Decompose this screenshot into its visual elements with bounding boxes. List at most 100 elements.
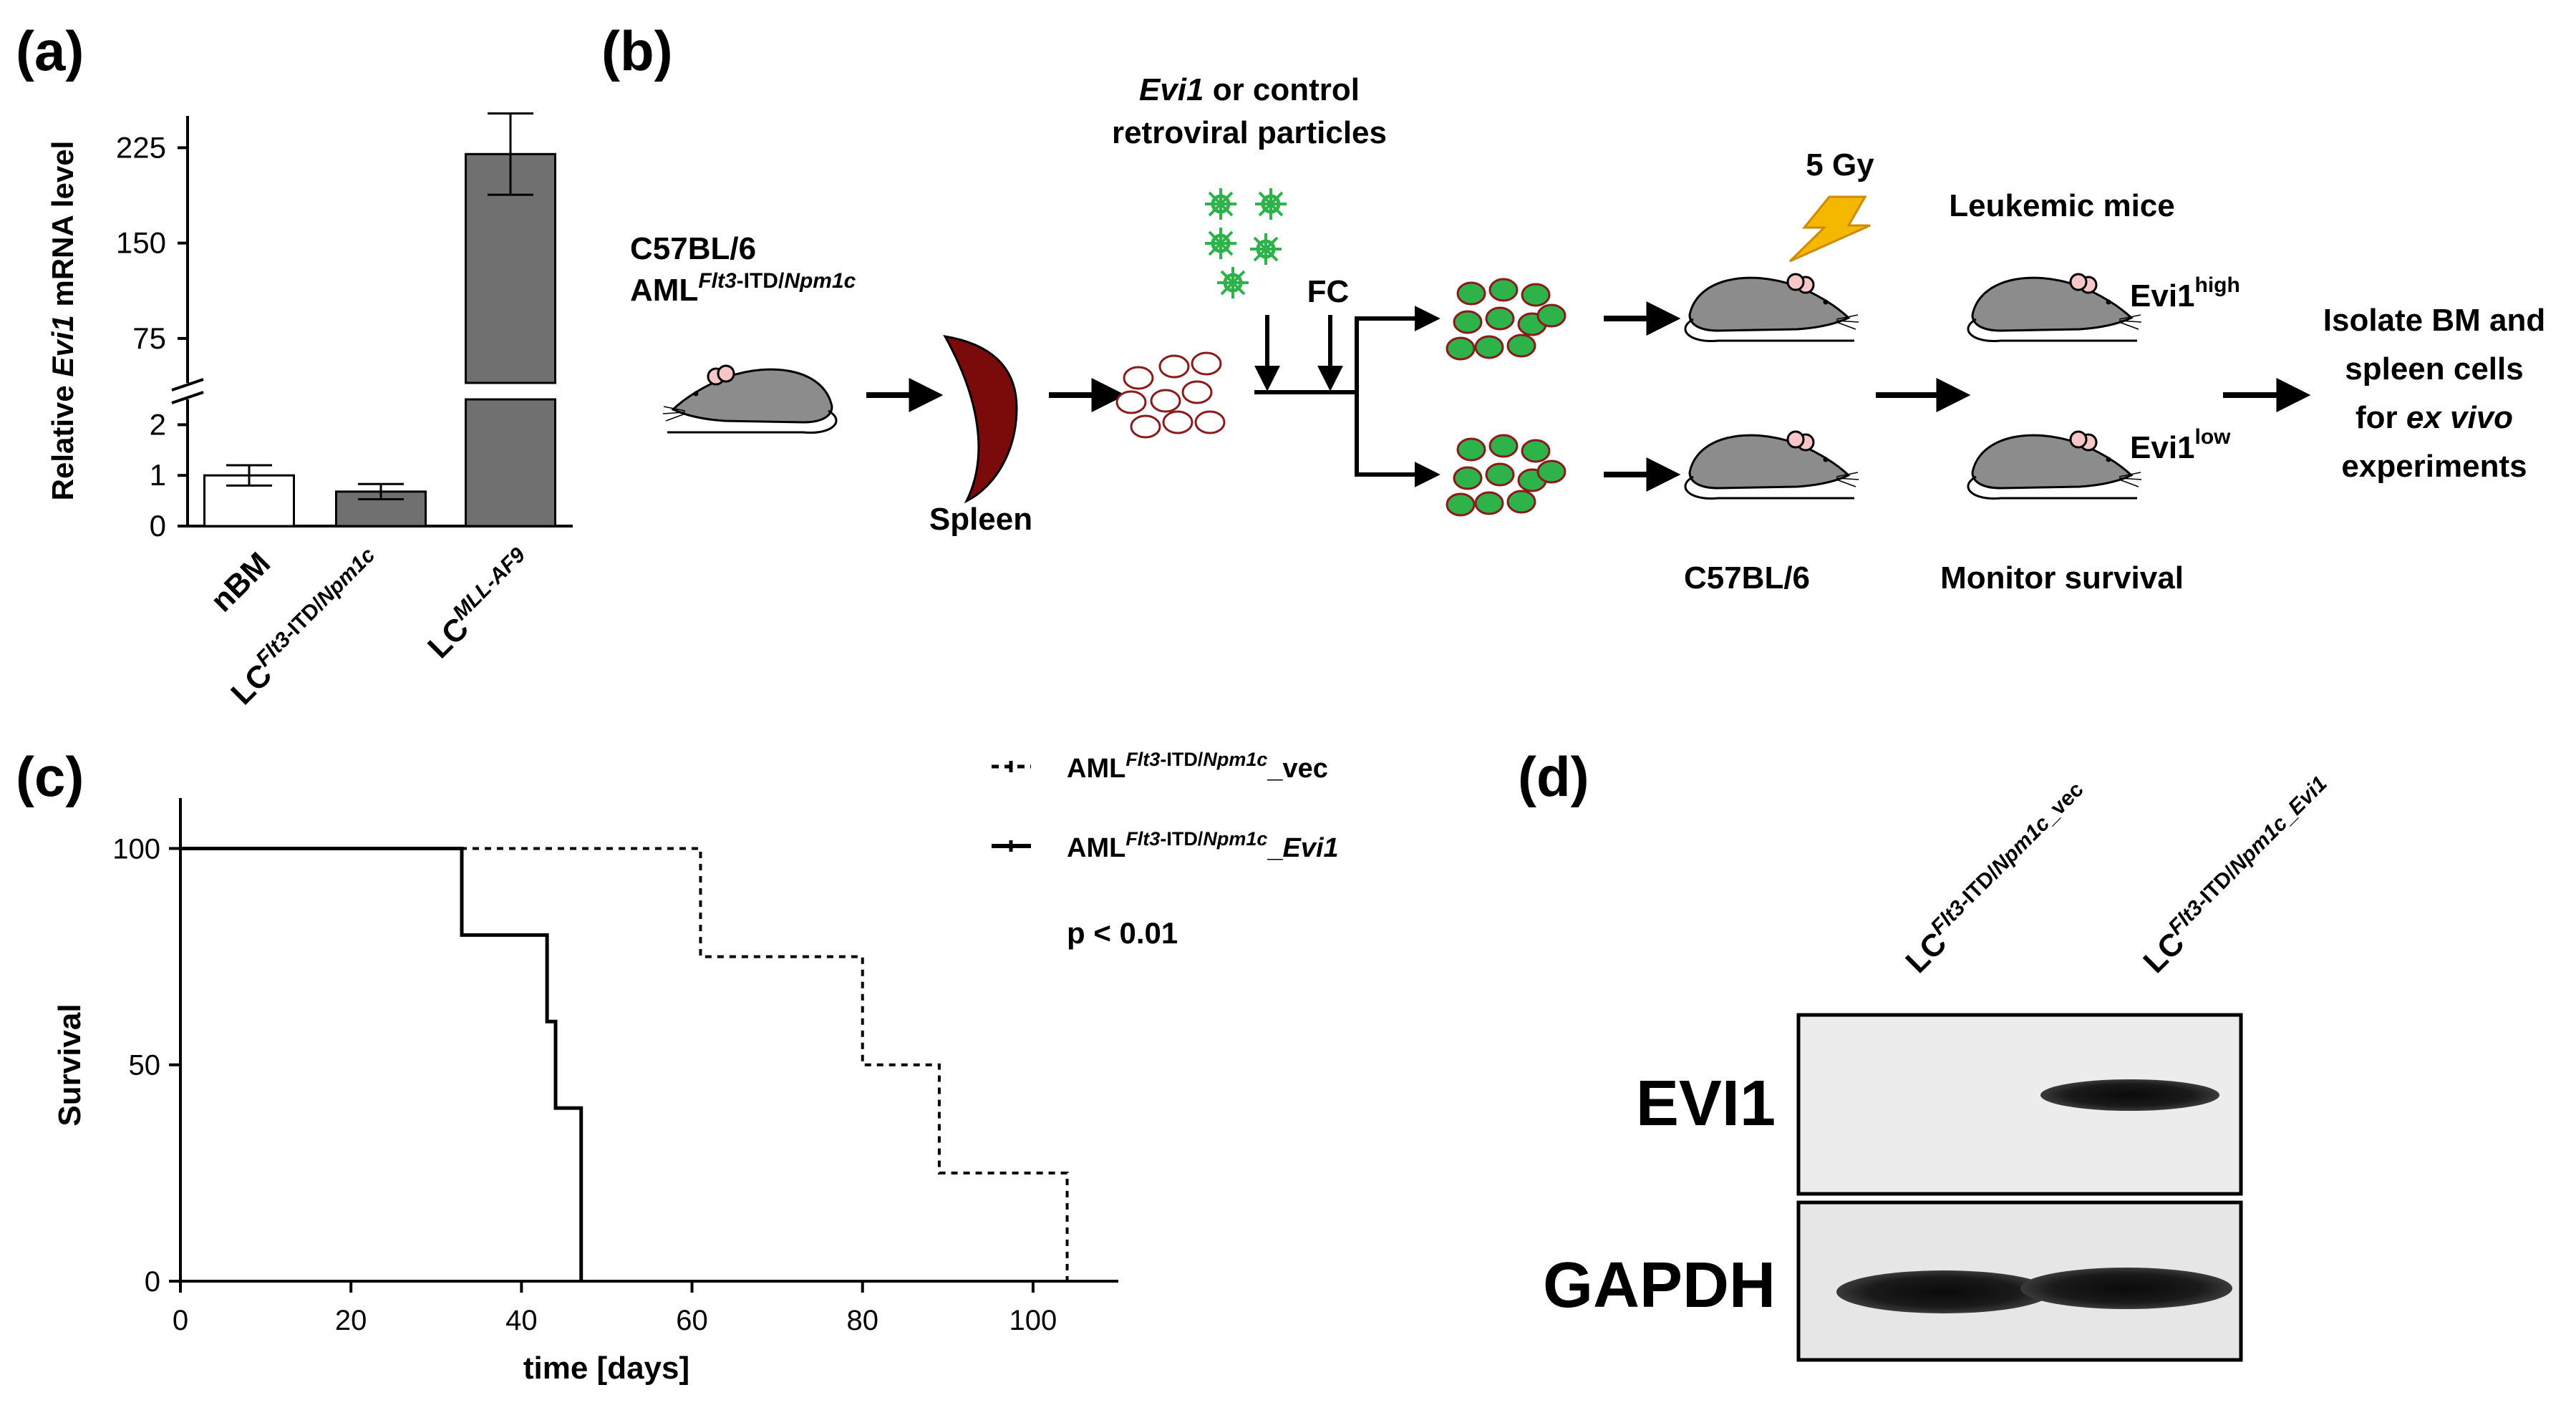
transduced-cell	[1485, 306, 1515, 331]
bar-chart: 0 1 2 75 150 225 Relative Evi1 mRNA level nBM…	[46, 112, 573, 711]
transduced-cell	[1536, 460, 1567, 484]
cell	[1150, 389, 1181, 413]
y-tick-label: 75	[132, 321, 166, 355]
connector	[1355, 392, 1440, 487]
p-value: p < 0.01	[1067, 916, 1178, 950]
virus-icon	[1205, 228, 1236, 259]
y-tick-label: 50	[129, 1050, 161, 1081]
row-label-evi1: EVI1	[1636, 1068, 1776, 1139]
leukemic-mice-label: Leukemic mice	[1949, 188, 2175, 223]
virus-icon	[1255, 188, 1287, 220]
x-tick-label-lc-mll: LCMLL-AF9	[419, 543, 541, 666]
transduced-cells	[1446, 278, 1567, 517]
dose-label: 5 Gy	[1806, 147, 1874, 183]
workflow-diagram: C57BL/6 AMLFlt3-ITD/Npm1c Spleen Evi1 or…	[630, 72, 2545, 595]
lightning-icon	[1788, 195, 1871, 263]
particles-label-line1: Evi1 or control	[1139, 72, 1360, 107]
leukemic-mouse-icon	[1967, 273, 2143, 343]
donor-strain-label: C57BL/6	[630, 231, 756, 266]
spleen-cells	[1115, 351, 1226, 439]
panel-label-b: (b)	[601, 19, 673, 82]
isolate-label-line1: Isolate BM and	[2323, 303, 2546, 338]
cell	[1191, 351, 1222, 376]
cell	[1181, 380, 1213, 404]
x-tick-label: 80	[846, 1305, 878, 1336]
evi1-low-label: Evi1low	[2130, 425, 2231, 465]
transduced-cell	[1456, 281, 1486, 306]
particles-label-line2: retroviral particles	[1112, 115, 1387, 150]
y-axis-label: Relative Evi1 mRNA level	[46, 141, 79, 501]
cell	[1162, 410, 1193, 434]
isolate-label-line3: for ex vivo	[2355, 400, 2513, 435]
transduced-cell	[1485, 462, 1515, 487]
panel-label-a: (a)	[16, 19, 84, 82]
cell	[1123, 366, 1154, 390]
leukemic-mouse-icon	[1967, 430, 2143, 500]
transduced-cell	[1506, 490, 1536, 514]
transduced-cell	[1488, 434, 1519, 458]
transduced-cell	[1446, 336, 1476, 361]
y-tick-label: 2	[150, 407, 166, 441]
x-tick-label: 100	[1009, 1305, 1057, 1336]
y-tick-label: 1	[150, 458, 166, 492]
transduced-cell	[1521, 283, 1551, 307]
legend-label-evi1: AMLFlt3-ITD/Npm1c_Evi1	[1067, 828, 1339, 863]
transduced-cell	[1453, 466, 1483, 490]
x-tick-label: 60	[676, 1305, 708, 1336]
axis-break-mark	[171, 378, 204, 392]
donor-aml-label: AMLFlt3-ITD/Npm1c	[630, 269, 856, 308]
western-blot: LCFlt3-ITD/Npm1c_vec LCFlt3-ITD/Npm1c_Ev…	[1543, 772, 2343, 1362]
transduced-cell	[1474, 335, 1504, 359]
blot-band-gapdh-evi1	[2020, 1268, 2232, 1309]
transduced-cell	[1488, 278, 1519, 302]
spleen-icon	[943, 335, 1018, 504]
y-tick-label: 225	[116, 130, 166, 164]
legend-label-vec: AMLFlt3-ITD/Npm1c_vec	[1067, 749, 1328, 784]
transduced-cell	[1446, 492, 1476, 517]
x-tick-label-nbm: nBM	[204, 545, 277, 618]
axis-break-mark	[171, 391, 204, 404]
evi1-high-label: Evi1high	[2130, 273, 2240, 313]
cell	[1158, 354, 1190, 379]
blot-band-gapdh-vec	[1836, 1270, 2051, 1313]
spleen-label: Spleen	[929, 502, 1032, 537]
transduced-cell	[1521, 439, 1551, 463]
recipient-mouse-icon	[1684, 273, 1860, 343]
connector	[1355, 306, 1440, 392]
y-tick-label: 0	[145, 1266, 160, 1298]
row-label-gapdh: GAPDH	[1543, 1250, 1776, 1321]
y-tick-label: 0	[150, 509, 166, 543]
panel-label-c: (c)	[16, 745, 84, 808]
y-tick-label: 100	[112, 833, 160, 865]
transduced-cell	[1536, 303, 1567, 328]
survival-curve-vec	[180, 847, 1069, 1281]
cell	[1194, 410, 1226, 434]
lane-label-vec: LCFlt3-ITD/Npm1c_vec	[1897, 778, 2098, 980]
cell	[1115, 390, 1147, 414]
transduced-cell	[1453, 310, 1483, 334]
transduced-cell	[1474, 491, 1504, 515]
monitor-survival-label: Monitor survival	[1940, 560, 2184, 595]
x-tick-label: 20	[335, 1305, 367, 1336]
transduced-cell	[1506, 334, 1536, 358]
x-axis-label: time [days]	[523, 1351, 689, 1386]
panel-label-d: (d)	[1518, 745, 1589, 808]
lane-label-evi1: LCFlt3-ITD/Npm1c_Evi1	[2134, 772, 2343, 980]
virus-icon	[1205, 188, 1236, 220]
x-tick-label: 0	[173, 1305, 188, 1336]
y-axis-label: Survival	[52, 1003, 87, 1126]
recipient-mouse-icon	[1684, 430, 1860, 500]
virus-icon	[1217, 267, 1249, 298]
fc-label: FC	[1307, 274, 1350, 309]
x-tick-label: 40	[505, 1305, 538, 1336]
isolate-label-line4: experiments	[2341, 449, 2527, 484]
donor-mouse-icon	[662, 364, 838, 434]
cell	[1130, 414, 1161, 439]
isolate-label-line2: spleen cells	[2345, 351, 2523, 387]
transduced-cell	[1456, 437, 1486, 462]
y-tick-label: 150	[116, 226, 166, 260]
blot-band-evi1	[2040, 1079, 2219, 1111]
virus-icon	[1250, 233, 1282, 265]
